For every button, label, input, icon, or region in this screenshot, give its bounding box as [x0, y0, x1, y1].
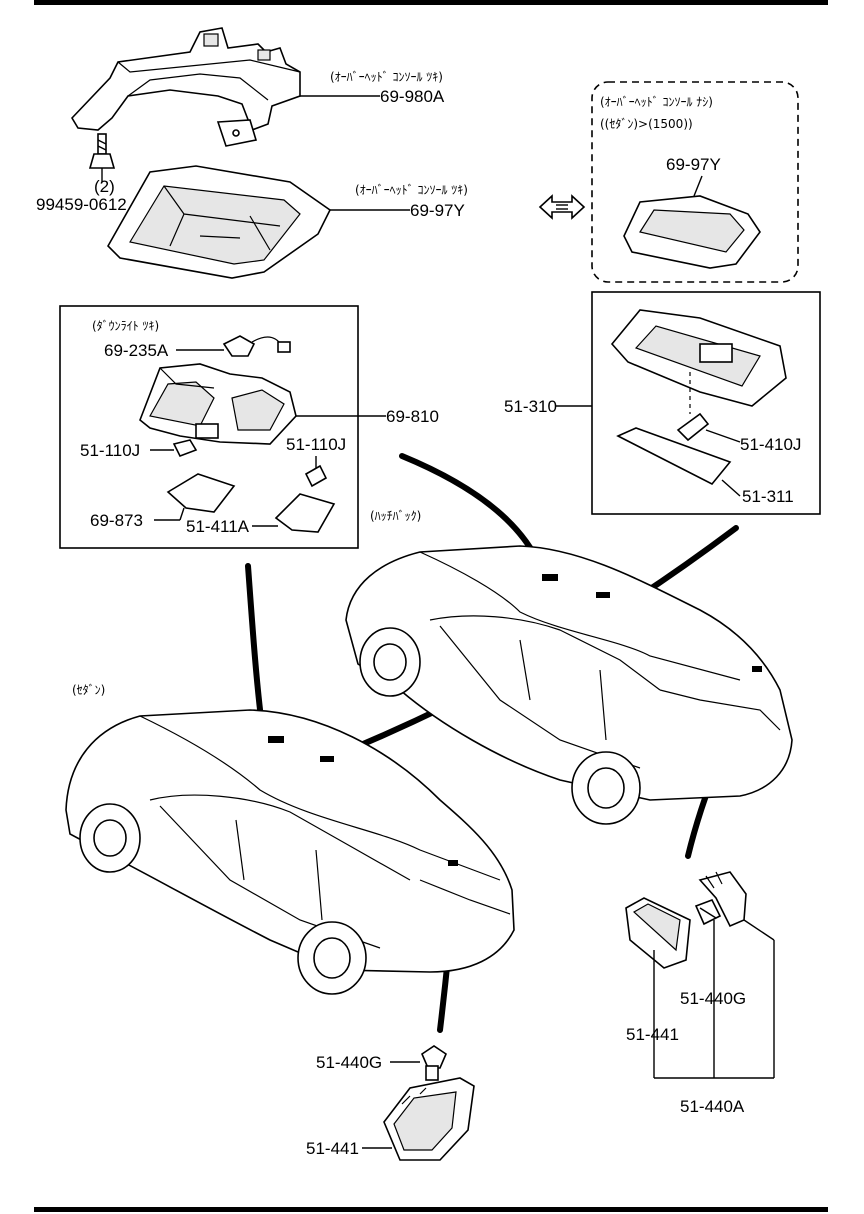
map-lamp-51-310[interactable]	[610, 309, 787, 407]
overhead-console-69-97Y-right[interactable]	[623, 195, 761, 269]
note-hatchback: (ﾊｯﾁﾊﾞｯｸ)	[370, 509, 421, 523]
label-51-110J-right[interactable]: 51-110J	[286, 435, 346, 454]
sedan-car	[65, 709, 515, 995]
note-no-console-line2: ((ｾﾀﾞﾝ)>(1500))	[600, 117, 693, 131]
bulb-51-110J-left[interactable]	[172, 439, 198, 458]
label-69-810[interactable]: 69-810	[386, 407, 439, 426]
label-69-235A[interactable]: 69-235A	[104, 341, 169, 360]
lens-51-441-left[interactable]	[383, 1077, 475, 1161]
label-51-311[interactable]: 51-311	[742, 487, 794, 506]
lens-69-873[interactable]	[166, 473, 236, 513]
label-69-873[interactable]: 69-873	[90, 511, 143, 530]
map-lamp-box	[591, 291, 821, 515]
label-qty-2: (2)	[94, 177, 115, 196]
note-no-console-line1: (ｵｰﾊﾞｰﾍｯﾄﾞ ｺﾝｿｰﾙ ﾅｼ)	[600, 95, 713, 109]
double-arrow-icon	[538, 194, 586, 220]
label-69-97Y-right[interactable]: 69-97Y	[666, 155, 721, 174]
label-99459-0612[interactable]: 99459-0612	[36, 195, 127, 214]
label-51-310[interactable]: 51-310	[504, 397, 557, 416]
label-51-440G-left[interactable]: 51-440G	[316, 1053, 382, 1072]
bulb-51-110J-right[interactable]	[304, 464, 328, 488]
bulb-51-440G-right[interactable]	[694, 898, 722, 926]
leader-downlight-to-sedan	[245, 563, 265, 729]
label-51-440G-right[interactable]: 51-440G	[680, 989, 746, 1008]
lens-51-311[interactable]	[616, 427, 732, 486]
bracket-69-980A[interactable]	[71, 27, 301, 147]
bottom-rule	[34, 1207, 828, 1212]
overhead-console-69-97Y-left[interactable]	[107, 165, 332, 279]
label-51-441-left[interactable]: 51-441	[306, 1139, 359, 1158]
no-console-dashed-box	[591, 81, 799, 283]
note-overhead-console-mid: (ｵｰﾊﾞｰﾍｯﾄﾞ ｺﾝｿｰﾙ ﾂｷ)	[355, 183, 468, 197]
hatchback-car	[345, 545, 793, 825]
label-51-410J[interactable]: 51-410J	[740, 435, 801, 454]
bulb-51-440G-left[interactable]	[421, 1045, 447, 1081]
label-69-97Y-left[interactable]: 69-97Y	[410, 201, 465, 220]
top-rule	[34, 0, 828, 5]
screw-99459-0612[interactable]	[88, 133, 116, 169]
label-51-411A[interactable]: 51-411A	[186, 517, 250, 536]
note-downlight: (ﾀﾞｳﾝﾗｲﾄ ﾂｷ)	[92, 319, 159, 333]
bulb-51-410J[interactable]	[676, 412, 710, 442]
lens-51-411A[interactable]	[274, 493, 336, 533]
connector-69-235A[interactable]	[222, 335, 291, 357]
label-51-110J-left[interactable]: 51-110J	[80, 441, 140, 460]
label-51-441-right[interactable]: 51-441	[626, 1025, 679, 1044]
label-51-440A[interactable]: 51-440A	[680, 1097, 745, 1116]
downlight-box	[59, 305, 359, 549]
label-69-980A[interactable]: 69-980A	[380, 87, 445, 106]
note-overhead-console-top: (ｵｰﾊﾞｰﾍｯﾄﾞ ｺﾝｿｰﾙ ﾂｷ)	[330, 70, 443, 84]
lamp-assembly-69-810[interactable]	[139, 363, 297, 445]
lens-51-441-right[interactable]	[625, 897, 691, 969]
note-sedan: (ｾﾀﾞﾝ)	[72, 683, 105, 697]
